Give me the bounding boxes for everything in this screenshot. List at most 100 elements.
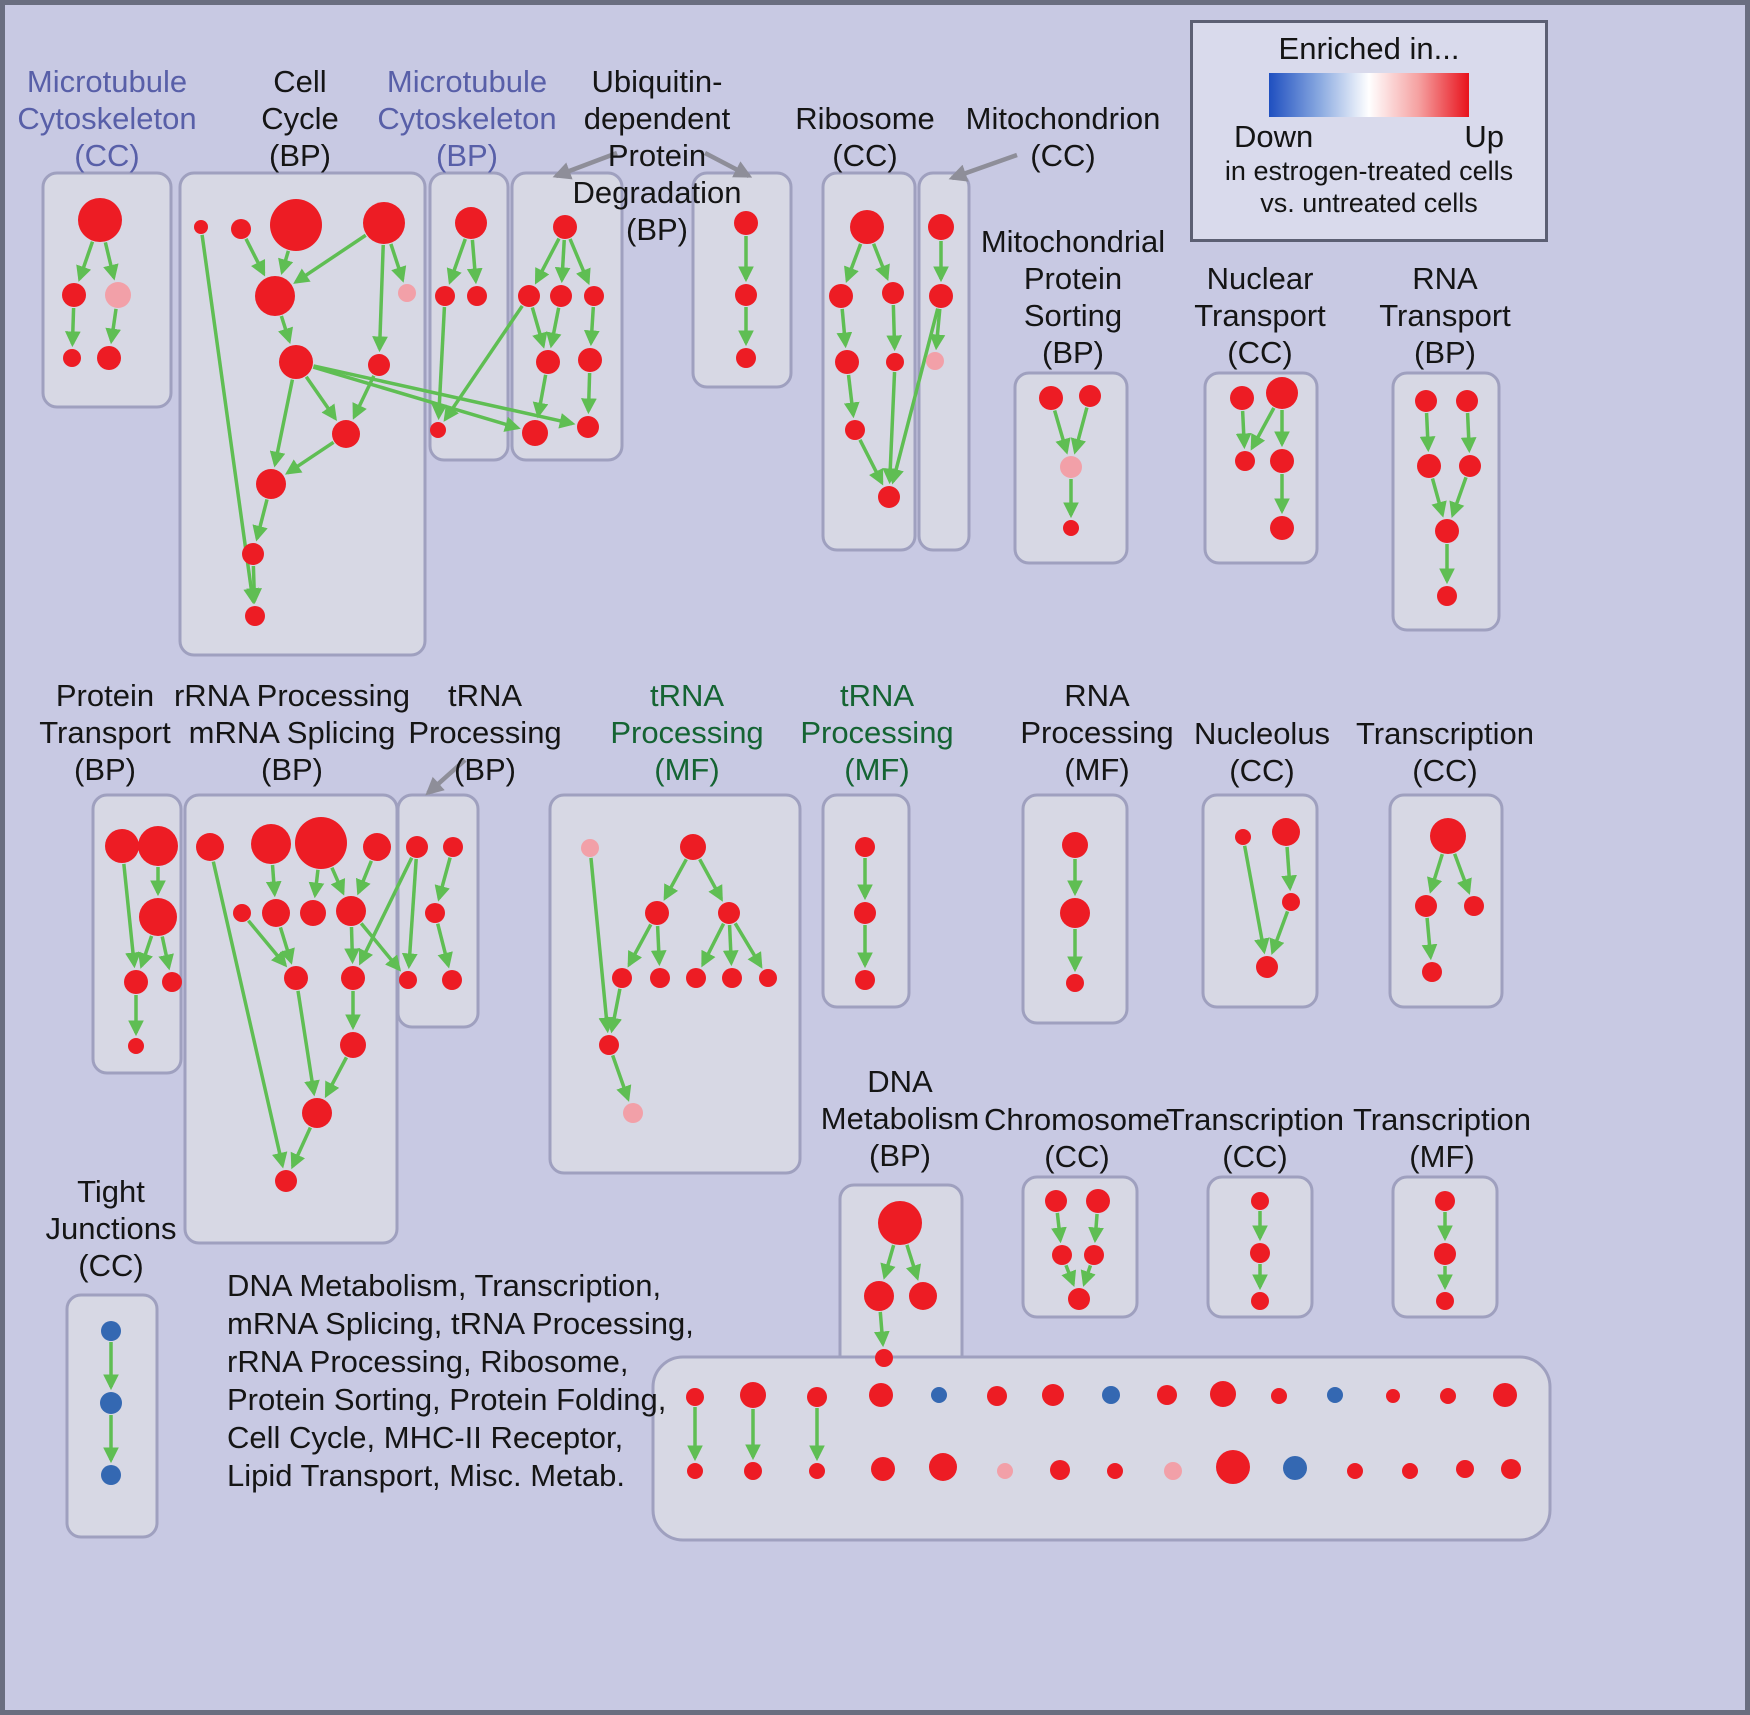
edge-mit2-rib7 [888,308,940,485]
node-ub8 [577,416,599,438]
node-cc10 [256,469,286,499]
node-tm5 [612,968,632,988]
node-tm6 [650,968,670,988]
legend-up-label: Up [1464,119,1504,154]
node-pt5 [162,972,182,992]
node-trb3 [425,903,445,923]
edge-rr3-rr7 [308,869,325,899]
edge-rt3-rt5 [1430,478,1447,518]
node-nt5 [1270,516,1294,540]
node-rr13 [275,1170,297,1192]
node-bb3 [809,1463,825,1479]
node-pt4 [124,970,148,994]
node-ub2 [518,285,540,307]
edge-rib1-rib3 [871,243,890,282]
node-pt3 [139,898,177,936]
edge-rr4-rr8 [355,860,373,896]
node-mps3 [1060,456,1082,478]
node-rib3 [882,282,904,304]
edge-pt1-pt4 [122,863,141,969]
node-rr3 [295,817,347,869]
box-mitochondrion-cc [917,171,971,552]
edge-rib1-rib2 [844,243,863,284]
node-rp3 [1066,974,1084,992]
node-bb12 [1347,1463,1363,1479]
node-chr3 [1052,1245,1072,1265]
edge-tm3-tm5 [627,923,653,968]
node-bt15 [1493,1383,1517,1407]
node-chr2 [1086,1189,1110,1213]
node-tj3 [101,1465,121,1485]
box-trna-processing-mf-1 [548,793,802,1175]
label-transcription-cc-2: Transcription(CC) [1165,1102,1345,1174]
edge-mbp1-mbp2 [446,238,467,285]
box-microtubule-cytoskeleton-bp [428,171,510,462]
edge-ub4-ub6 [583,306,600,347]
node-bt2 [740,1382,766,1408]
edge-cc3-cc5 [278,250,294,276]
node-nt2 [1266,377,1298,409]
node-bt4 [869,1383,893,1407]
edge-nu3-nu4 [1269,910,1290,955]
node-bt12 [1327,1387,1343,1403]
edge-rr2-rr6 [265,864,282,898]
edge-tm4-tm7 [701,922,726,968]
node-cc7 [279,345,313,379]
edge-ub6-ub8 [580,372,597,415]
node-nu4 [1256,956,1278,978]
node-trb4 [399,971,417,989]
node-tcc2 [1415,895,1437,917]
edge-cc1-cc12 [200,234,260,605]
edge-rr9-rr12 [296,990,320,1097]
edge-nt2-nt3 [1250,407,1276,451]
node-mbp4 [430,422,446,438]
node-nt4 [1270,449,1294,473]
node-cc2 [231,219,251,239]
edge-rr8-rr10 [344,926,360,965]
edge-cc7-ub8 [313,364,576,429]
edge-chr2-chr4 [1088,1213,1104,1244]
node-bt1 [686,1388,704,1406]
node-mbp1 [455,207,487,239]
edge-mps2-mps3 [1070,407,1089,455]
node-rt1 [1415,390,1437,412]
node-chr4 [1084,1245,1104,1265]
edge-nu2-nu3 [1281,846,1297,892]
legend-endpoints: Down Up [1234,119,1504,155]
legend-title: Enriched in... [1278,31,1460,66]
node-cc6 [398,284,416,302]
edge-tm1-tm10 [589,857,615,1034]
node-cc12 [245,606,265,626]
node-cc8 [368,354,390,376]
node-rib7 [878,486,900,508]
box-trna-processing-mf-2 [821,793,911,1009]
edge-trb3-trb5 [436,923,453,969]
node-cc11 [242,543,264,565]
legend: Enriched in... Down Up in estrogen-treat… [1190,20,1548,242]
node-dm2 [864,1281,894,1311]
node-ub3 [550,285,572,307]
node-mit3 [926,352,944,370]
node-tmf3 [1436,1292,1454,1310]
node-bb5 [929,1453,957,1481]
node-tc21 [1251,1192,1269,1210]
edge-tcc1-tcc3 [1452,853,1472,895]
node-bt5 [931,1387,947,1403]
edge-chr3-chr5 [1061,1264,1077,1288]
node-cc9 [332,420,360,448]
edge-mit2-mit3 [929,308,946,351]
edge-mcc3-mcc5 [105,308,121,345]
node-mcc4 [63,349,81,367]
edge-mps1-mps3 [1052,409,1071,455]
node-ud3 [736,348,756,368]
edge-ub1-ub4 [568,238,591,286]
legend-down-label: Down [1234,119,1314,154]
edge-rib4-rib6 [843,374,860,419]
node-rt5 [1435,519,1459,543]
edge-ub3-ub5 [545,307,562,349]
